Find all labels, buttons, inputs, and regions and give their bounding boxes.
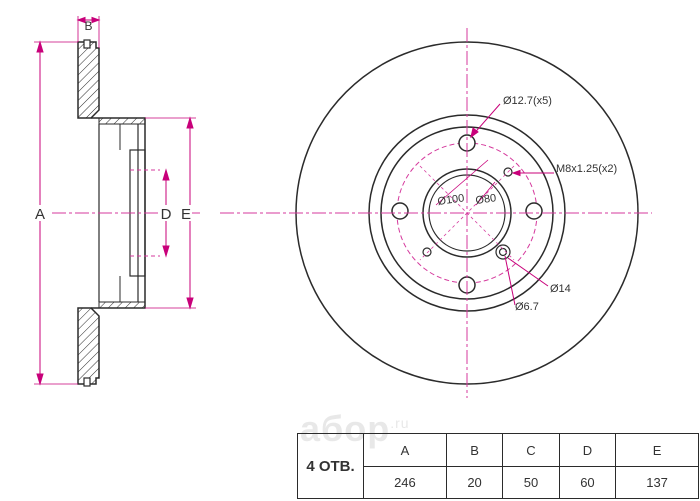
thread-label: M8x1.25(x2) [556,163,617,175]
spec-header-b: B [445,433,504,467]
disc-section-bottom [77,307,100,385]
spec-value-c: 50 [502,466,560,499]
pcd-label: Ø100 [437,192,465,208]
spec-header-c: C [502,433,560,467]
dim-label-d: D [161,206,172,223]
leaders [435,103,554,306]
spec-header-d: D [558,433,617,467]
disc-section-top [77,41,100,119]
center-bore-label: Ø80 [475,192,497,207]
vent-notch-top [83,39,91,49]
side-dimensions [34,16,196,386]
dim-label-b: B [84,19,92,33]
dim-label-a: A [35,206,45,223]
front-view [220,28,652,398]
spec-value-row: 246 20 50 60 137 [298,466,699,499]
spec-value-e: 137 [615,466,699,499]
bolt-hole [525,202,543,220]
pin-inner-label: Ø6.7 [515,301,539,313]
spec-value-b: 20 [445,466,504,499]
dim-label-e: E [181,206,191,223]
hub-top-flange [98,117,146,125]
bolt-hole [391,202,409,220]
hub-bottom-flange [98,301,146,309]
watermark-suffix: .ru [390,415,410,431]
spec-header-a: A [363,433,447,467]
vent-notch-bottom [83,377,91,387]
threaded-hole [422,247,432,257]
holes-count-cell: 4 ОТВ. [297,433,364,499]
spec-value-a: 246 [363,466,447,499]
spec-value-d: 60 [558,466,617,499]
spec-header-e: E [615,433,699,467]
spec-table: 4 ОТВ. A B C D E 246 20 50 60 137 [297,433,699,499]
spec-header-row: 4 ОТВ. A B C D E [297,433,699,499]
hole-diameter-label: Ø12.7(x5) [503,95,552,107]
pin-outer [495,244,511,260]
side-section-view [52,39,200,387]
pin-outer-label: Ø14 [550,283,571,295]
